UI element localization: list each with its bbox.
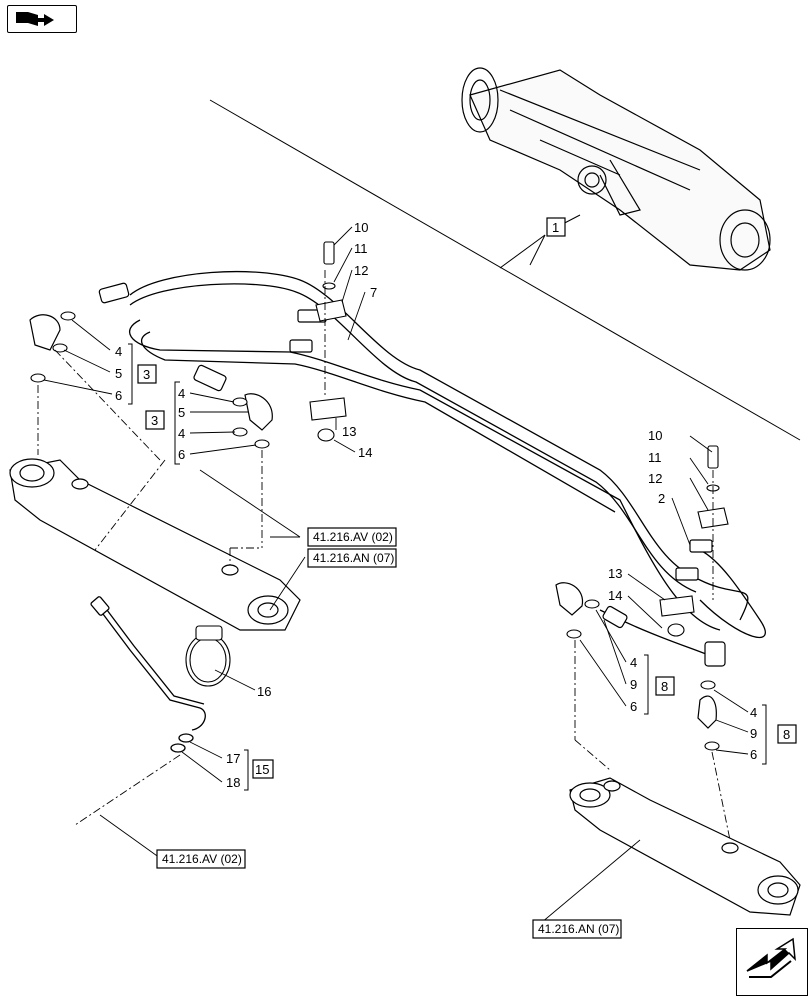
callout-12-right: 12 — [648, 471, 662, 486]
steering-cylinder-right — [569, 777, 801, 916]
leader-lines — [209, 99, 801, 441]
reference-link-an-top[interactable]: 41.216.AN (07) — [307, 548, 397, 568]
callout-10-top: 10 — [354, 220, 368, 235]
callout-labels: 10 11 12 7 13 14 4 5 6 4 5 4 6 10 11 12 … — [115, 220, 757, 790]
callout-6-left: 6 — [115, 388, 122, 403]
callout-14-right: 14 — [608, 588, 622, 603]
small-parts — [30, 241, 729, 751]
callout-10-right: 10 — [648, 428, 662, 443]
centerlines — [37, 270, 731, 841]
hose-fittings — [29, 282, 726, 729]
callout-16: 16 — [257, 684, 271, 699]
callout-4-mid-b: 4 — [178, 426, 185, 441]
group-box-15: 15 — [255, 762, 269, 777]
group-brackets — [128, 343, 767, 791]
callout-9-right-a: 9 — [630, 677, 637, 692]
callout-4-right-a: 4 — [630, 655, 637, 670]
callout-2: 2 — [658, 491, 665, 506]
steering-cylinder-left — [9, 458, 301, 631]
callout-7: 7 — [370, 285, 377, 300]
hydraulic-hoses — [128, 270, 766, 661]
callout-5-mid: 5 — [178, 405, 185, 420]
group-box-3-left: 3 — [143, 367, 150, 382]
callout-4-right-b: 4 — [750, 705, 757, 720]
reference-label-av-bottom[interactable]: 41.216.AV (02) — [162, 852, 242, 866]
group-number-boxes: 1 3 3 8 8 15 — [137, 217, 797, 779]
reference-link-an-bottom[interactable]: 41.216.AN (07) — [532, 919, 622, 939]
callout-11-top: 11 — [354, 241, 368, 256]
callout-6-mid: 6 — [178, 447, 185, 462]
callout-17: 17 — [226, 751, 240, 766]
group-box-8-left: 8 — [661, 679, 668, 694]
next-page-arrow-icon — [746, 937, 796, 978]
group-box-1: 1 — [552, 220, 559, 235]
book-arrow-icon — [16, 12, 54, 26]
group-box-8-right: 8 — [783, 727, 790, 742]
callout-4-mid-a: 4 — [178, 386, 185, 401]
axle-assembly-illustration — [461, 67, 771, 271]
callout-14-top: 14 — [358, 445, 372, 460]
callout-13-right: 13 — [608, 566, 622, 581]
callout-13-top: 13 — [342, 424, 356, 439]
callout-6-right-b: 6 — [750, 747, 757, 762]
reference-label-an-bottom[interactable]: 41.216.AN (07) — [538, 922, 619, 936]
reference-link-av-top[interactable]: 41.216.AV (02) — [307, 527, 397, 547]
reference-label-an-top[interactable]: 41.216.AN (07) — [313, 551, 394, 565]
steel-pipe — [90, 596, 206, 753]
group-box-3-mid: 3 — [151, 413, 158, 428]
callout-5-left: 5 — [115, 366, 122, 381]
reference-link-av-bottom[interactable]: 41.216.AV (02) — [156, 849, 246, 869]
next-page-button[interactable] — [736, 928, 808, 996]
catalog-nav-button[interactable] — [7, 5, 77, 33]
callout-11-right: 11 — [648, 450, 662, 465]
callout-9-right-b: 9 — [750, 726, 757, 741]
callout-18: 18 — [226, 775, 240, 790]
callout-leaders — [43, 226, 749, 929]
callout-6-right-a: 6 — [630, 699, 637, 714]
callout-12-top: 12 — [354, 263, 368, 278]
reference-label-av-top[interactable]: 41.216.AV (02) — [313, 530, 393, 544]
callout-4-left: 4 — [115, 344, 122, 359]
